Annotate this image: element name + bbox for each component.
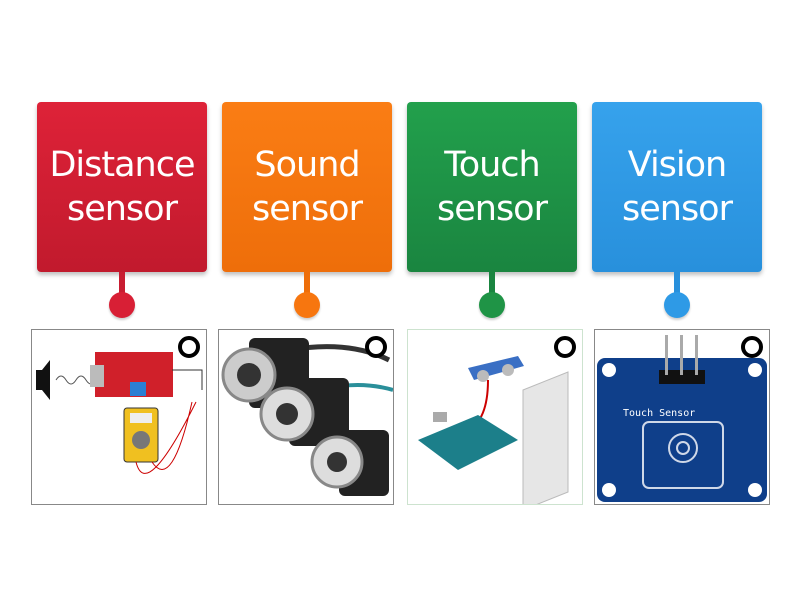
ultrasonic-arduino-illustration xyxy=(418,356,569,504)
touch-board-illustration: Touch Sensor xyxy=(597,335,767,502)
board-label: Touch Sensor xyxy=(623,408,695,419)
match-target-ring-icon[interactable] xyxy=(741,336,763,358)
card-label-line1: Distance xyxy=(49,145,195,185)
image-tile-touch-board[interactable]: Touch Sensor xyxy=(594,329,770,505)
card-label-line1: Vision xyxy=(627,145,727,185)
connector-dot[interactable] xyxy=(479,292,505,318)
match-target-ring-icon[interactable] xyxy=(365,336,387,358)
match-target-ring-icon[interactable] xyxy=(178,336,200,358)
match-target-ring-icon[interactable] xyxy=(554,336,576,358)
card-label-line1: Sound xyxy=(254,145,360,185)
image-tile-ultrasonic-arduino[interactable] xyxy=(407,329,583,505)
connector-stem xyxy=(489,272,495,294)
card-label-line2: sensor xyxy=(437,189,548,229)
connector-stem xyxy=(119,272,125,294)
connector-dot[interactable] xyxy=(109,292,135,318)
connector-stem xyxy=(304,272,310,294)
image-tile-sound-module[interactable] xyxy=(31,329,207,505)
connector-dot[interactable] xyxy=(664,292,690,318)
card-label-line2: sensor xyxy=(622,189,733,229)
image-tile-vision-cameras[interactable] xyxy=(218,329,394,505)
card-label-line2: sensor xyxy=(66,189,178,229)
connector-stem xyxy=(674,272,680,294)
sound-module-illustration xyxy=(36,352,203,474)
card-label-line1: Touch xyxy=(444,145,540,185)
card-label-line2: sensor xyxy=(252,189,363,229)
connector-dot[interactable] xyxy=(294,292,320,318)
vision-cameras-illustration xyxy=(221,338,393,496)
